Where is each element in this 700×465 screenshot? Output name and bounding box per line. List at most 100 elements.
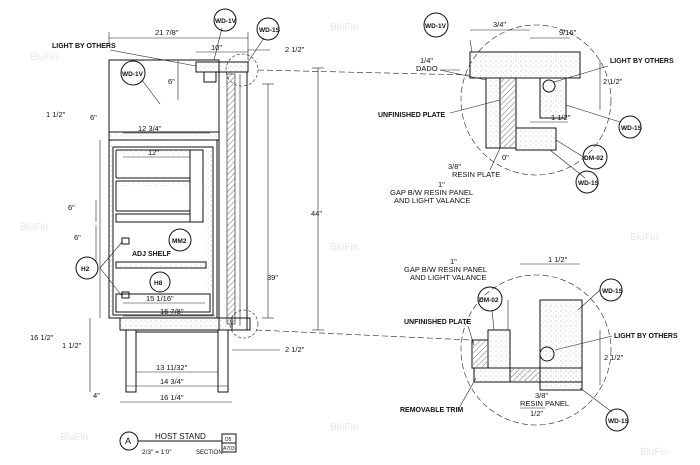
dim-text: 10" [211, 43, 222, 52]
dim-text: 2 1/2" [285, 345, 305, 354]
leg [217, 329, 229, 393]
tag-label: WD-1S [621, 125, 643, 132]
top-cap [469, 51, 581, 79]
dim-text: 0" [502, 153, 509, 162]
watermark: BluFin [640, 447, 668, 458]
dado-label: DADO [416, 64, 438, 73]
gap-label: AND LIGHT VALANCE [394, 196, 470, 205]
light-by-others-label: LIGHT BY OTHERS [614, 333, 678, 340]
drawing-scale: 2/3" = 1'0" [142, 449, 172, 456]
tag-wd1v-a [213, 8, 237, 32]
dim-text: 1/2" [530, 409, 543, 418]
tag-wd1s-a [599, 278, 623, 302]
sheet-number: D5 [225, 437, 232, 443]
adj-shelf-label: ADJ SHELF [132, 251, 172, 258]
drawer-stack [115, 149, 212, 290]
resin-plate-label: RESIN PLATE [452, 170, 500, 179]
leg [125, 329, 137, 393]
watermark: BluFin [330, 22, 358, 33]
host-stand-section: WD-1V WD-1S WD-1V MM2 H2 H8 LIGHT BY OTH… [30, 8, 471, 403]
dim-text: 1 1/2" [548, 255, 568, 264]
drawing-title: HOST STAND [155, 432, 206, 441]
dim-text: 2 1/2" [604, 353, 624, 362]
dim-text: 3/4" [493, 20, 506, 29]
detail-bottom: DM-02 WD-1S WD-1S 1 1/2" 2 1/2" 3/8" 1/2… [400, 255, 678, 432]
dim-text: 44" [311, 209, 322, 218]
light-by-others-label: LIGHT BY OTHERS [610, 58, 674, 65]
light-fixture [539, 346, 555, 362]
tag-mm2 [168, 228, 192, 252]
dim-text: 2 1/2" [603, 77, 623, 86]
dim-text: 6" [168, 77, 175, 86]
dim-text: 1 1/2" [46, 110, 66, 119]
shelf-pin [121, 291, 130, 299]
dim-text: 3/8" [448, 162, 461, 171]
gap-label: GAP B/W RESIN PANEL [390, 188, 473, 197]
dim-text: 3/8" [535, 391, 548, 400]
dim-text: 16 7/8" [160, 307, 184, 316]
dim-text: 12 3/4" [138, 124, 162, 133]
tag-label: WD-1S [602, 288, 624, 295]
tag-label: WD-1S [259, 27, 281, 34]
light-by-others-label: LIGHT BY OTHERS [52, 43, 116, 50]
tag-wd1s-a [618, 115, 642, 139]
tag-label: H8 [154, 280, 163, 287]
light-fixture [542, 79, 556, 93]
dim-text: 9/16" [559, 28, 577, 37]
sheet-reference: A703 [223, 446, 235, 452]
watermark: BluFin [30, 52, 58, 63]
tag-wd1v [423, 12, 449, 38]
dim-text: 16 1/2" [30, 333, 54, 342]
adjustable-shelf [115, 261, 207, 269]
detail-top-boundary [460, 24, 612, 176]
watermark: BluFin [330, 242, 358, 253]
watermark: BluFin [60, 432, 88, 443]
watermark: BluFin [20, 222, 48, 233]
tag-wd1s-b [575, 170, 599, 194]
tag-label: DM-02 [584, 155, 604, 162]
dado-label: 1/4" [420, 56, 433, 65]
dim-text: 39" [267, 273, 278, 282]
tag-dm02 [582, 144, 608, 170]
watermark: BluFin [330, 422, 358, 433]
tag-label: DM-02 [479, 297, 499, 304]
title-block: A HOST STAND 2/3" = 1'0" SECTION D5 A703 [119, 431, 237, 456]
tag-label: MM2 [172, 238, 187, 245]
watermark-layer: BluFin BluFin BluFin BluFin BluFin BluFi… [20, 22, 668, 458]
dim-text: 21 7/8" [155, 28, 179, 37]
gap-label: 1" [438, 180, 445, 189]
dim-text: 2 1/2" [285, 45, 305, 54]
dim-text: 6" [68, 203, 75, 212]
removable-trim-label: REMOVABLE TRIM [400, 407, 463, 414]
section-label: SECTION [196, 450, 223, 456]
dim-text: 6" [74, 233, 81, 242]
tag-h2 [75, 256, 99, 280]
dim-text: 1 1/2" [551, 113, 571, 122]
detail-bottom-boundary [460, 274, 612, 426]
dim-text: 1 1/2" [62, 341, 82, 350]
tag-label: WD-1V [122, 71, 144, 78]
detail-top: WD-1V DM-02 WD-1S WD-1S 3/4" 9/16" 2 1/2… [378, 12, 674, 205]
unfinished-plate-label: UNFINISHED PLATE [378, 112, 445, 119]
dim-text: 6" [90, 113, 97, 122]
detail-callout-bottom [229, 309, 259, 339]
unfinished-plate-label: UNFINISHED PLATE [404, 319, 471, 326]
side-panel [539, 299, 583, 391]
shelf-pin [121, 237, 130, 245]
dim-text: 12" [148, 148, 159, 157]
gap-label: GAP B/W RESIN PANEL [404, 265, 487, 274]
gap-label: 1" [450, 257, 457, 266]
tag-label: WD-1S [608, 418, 630, 425]
section-letter: A [125, 436, 131, 446]
tag-label: WD-1V [425, 23, 447, 30]
tag-label: WD-1S [578, 180, 600, 187]
dim-text: 16 1/4" [160, 393, 184, 402]
tag-wd1s-a [256, 17, 280, 41]
resin-panel-label: RESIN PANEL [520, 399, 569, 408]
tag-wd1v-b [120, 60, 146, 86]
dim-text: 4" [93, 391, 100, 400]
tag-label: WD-1V [215, 18, 237, 25]
dim-text: 13 11/32" [156, 363, 188, 372]
